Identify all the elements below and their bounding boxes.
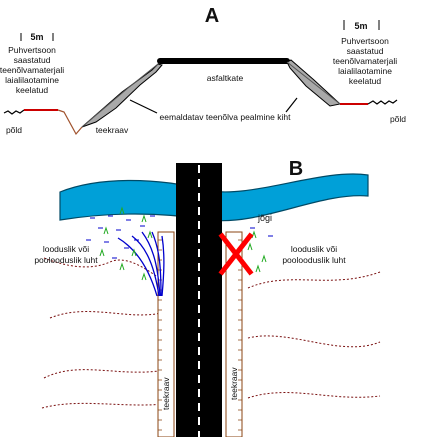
panel-b: B teekraav teekraav jõgi xyxy=(34,158,381,437)
right-buffer-line-3: teenõlvamaterjali xyxy=(333,56,397,66)
contour-left-3 xyxy=(43,369,166,379)
road-surface-label: asfaltkate xyxy=(207,73,244,83)
left-wetland-line-1: looduslik või xyxy=(43,244,89,254)
drainage-4 xyxy=(151,231,162,297)
drainage-5 xyxy=(161,235,165,297)
river-label: jõgi xyxy=(257,213,272,223)
left-field-ground xyxy=(3,109,25,115)
right-buffer-line-5: keelatud xyxy=(349,76,381,86)
left-buffer-line-2: saastatud xyxy=(14,55,51,65)
left-ditch-strip xyxy=(157,231,175,437)
right-field-label: põld xyxy=(390,114,406,124)
right-buffer-line-2: saastatud xyxy=(347,46,384,56)
right-buffer-text: Puhvertsoon saastatud teenõlvamaterjali … xyxy=(333,36,397,86)
right-wetland-line-1: looduslik või xyxy=(291,244,337,254)
right-buffer-dimension: 5m xyxy=(343,20,380,31)
water-dashes xyxy=(86,215,273,259)
panel-b-label: B xyxy=(289,158,303,180)
left-buffer-width-label: 5m xyxy=(30,32,43,42)
drainage-lines xyxy=(117,231,165,297)
drainage-2 xyxy=(131,235,160,297)
drainage-1 xyxy=(117,237,158,297)
topsoil-label: eemaldatav teenõlva pealmine kiht xyxy=(160,112,292,122)
right-field-ground xyxy=(367,99,398,105)
contour-left-2 xyxy=(49,311,166,319)
contour-right-2 xyxy=(247,335,381,348)
topsoil-pointer-right xyxy=(285,97,298,113)
left-buffer-line-3: teenõlvamaterjali xyxy=(0,65,64,75)
contour-right-3 xyxy=(247,392,381,399)
topsoil-pointer-left xyxy=(129,99,158,114)
left-ditch xyxy=(57,109,83,136)
contour-lines xyxy=(41,257,381,409)
contour-left-4 xyxy=(41,402,166,409)
right-buffer-line-1: Puhvertsoon xyxy=(341,36,389,46)
left-wetland-line-2: poolooduslik luht xyxy=(34,255,98,265)
grass-tufts-left xyxy=(99,206,153,281)
left-field-label: põld xyxy=(6,125,22,135)
left-ditch-label: teekraav xyxy=(161,377,171,410)
left-buffer-line-1: Puhvertsoon xyxy=(8,45,56,55)
ditch-label: teekraav xyxy=(96,125,129,135)
drainage-3 xyxy=(141,231,161,297)
right-buffer-width-label: 5m xyxy=(354,21,367,31)
left-slope xyxy=(81,63,163,128)
right-wetland-line-2: poolooduslik luht xyxy=(282,255,346,265)
left-buffer-text: Puhvertsoon saastatud teenõlvamaterjali … xyxy=(0,45,64,95)
left-buffer-line-4: laialilaotamine xyxy=(5,75,59,85)
road-profile-left xyxy=(81,63,159,128)
panel-a: A 5m Puhvertsoon saastatud teenõlvamater… xyxy=(0,5,406,136)
grass-tufts-right xyxy=(247,230,267,273)
wetland-vegetation xyxy=(86,206,273,281)
panel-a-label: A xyxy=(205,5,219,27)
right-ditch-strip xyxy=(225,231,243,437)
right-road-shoulder xyxy=(286,61,341,105)
right-ditch-label: teekraav xyxy=(229,367,239,400)
left-buffer-dimension: 5m xyxy=(20,32,54,42)
left-buffer-line-5: keelatud xyxy=(16,85,48,95)
red-x-icon xyxy=(218,232,254,276)
right-buffer-line-4: laialilaotamine xyxy=(338,66,392,76)
contour-right-1 xyxy=(247,271,381,289)
